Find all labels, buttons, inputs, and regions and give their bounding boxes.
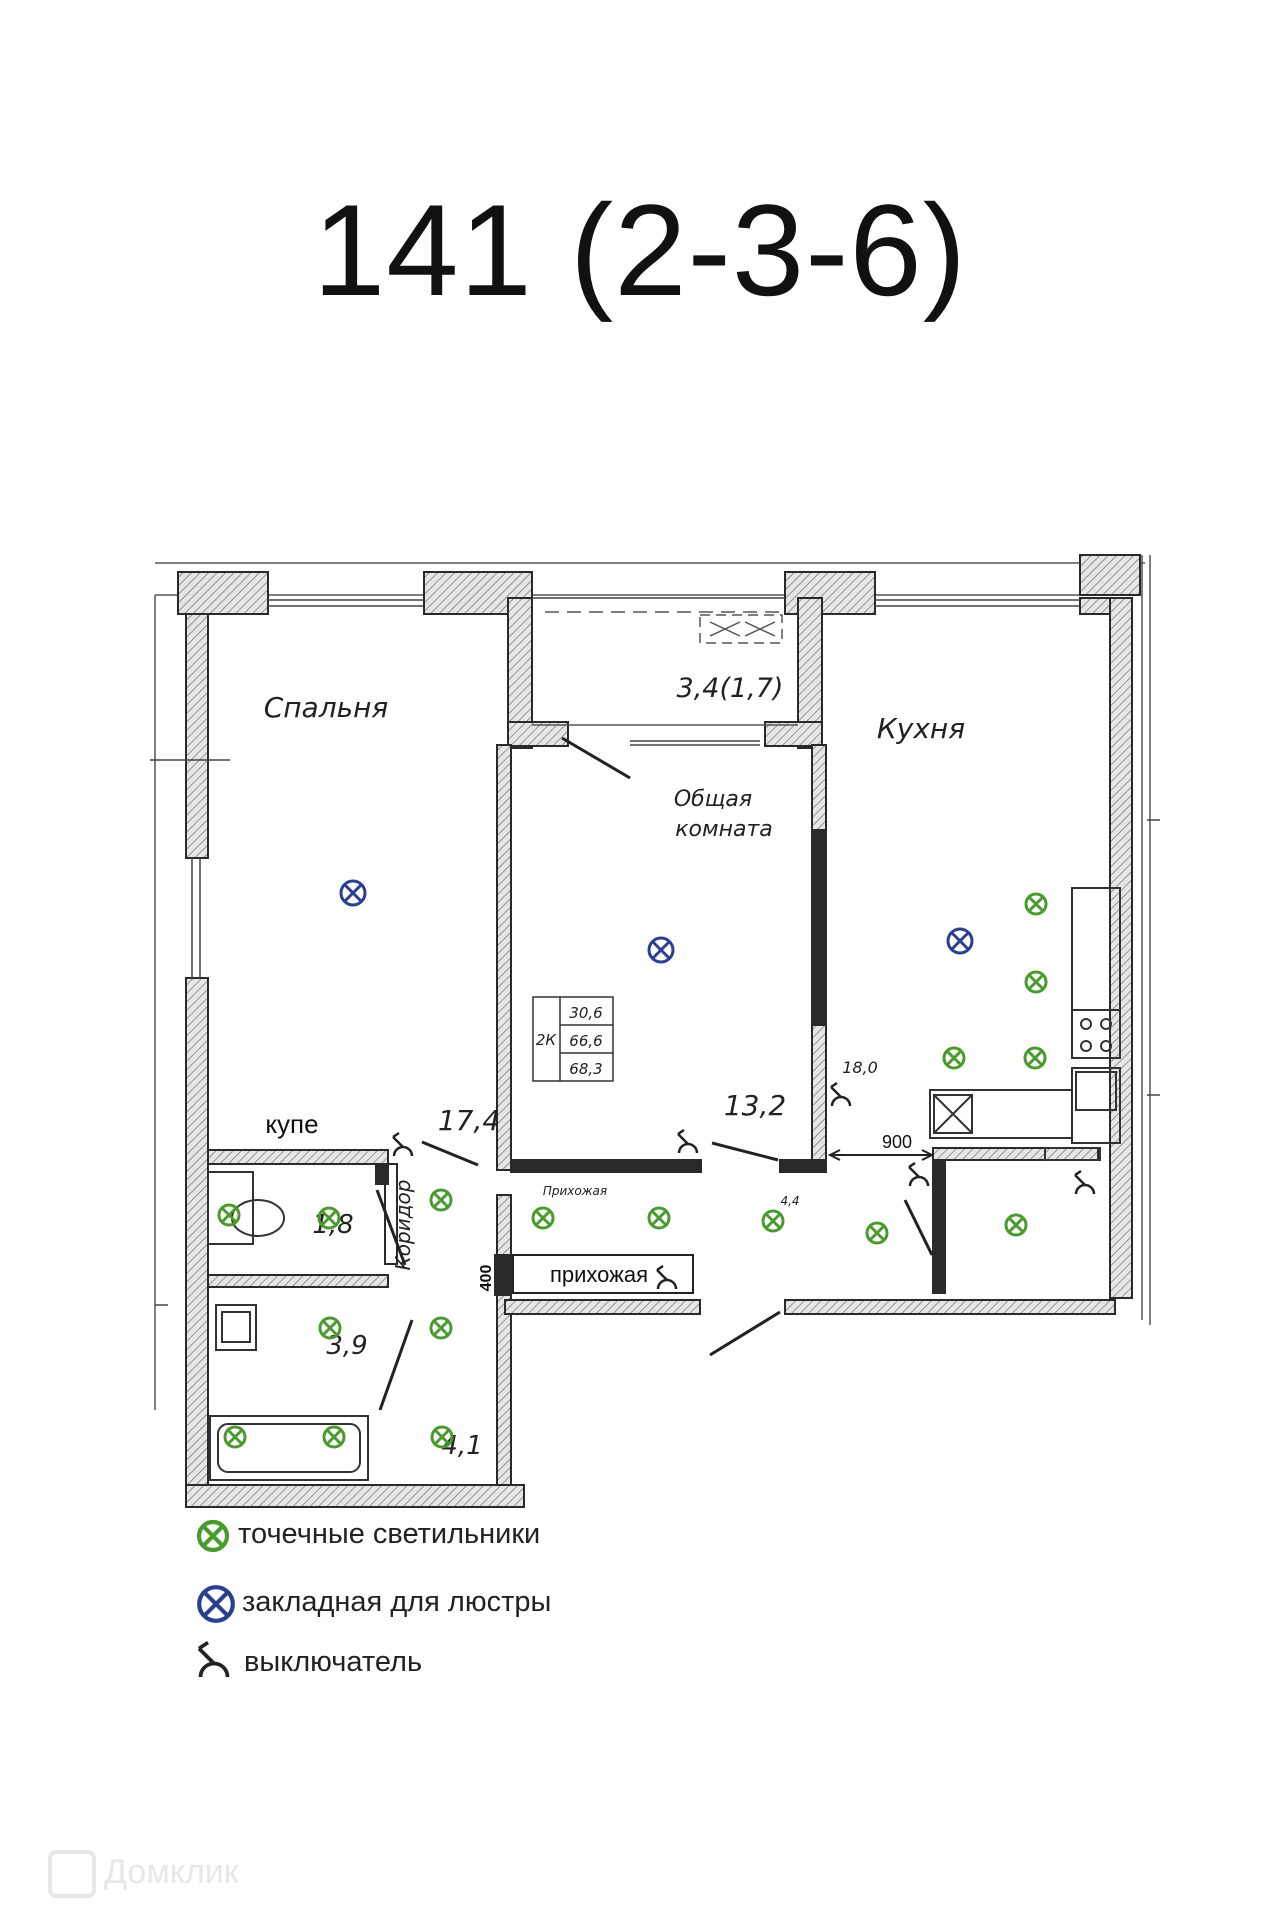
- bedroom-label: Спальня: [264, 691, 389, 724]
- plan-title: 141 (2-3-6): [312, 177, 968, 323]
- dimension-400-label: 400: [478, 1265, 495, 1292]
- table-value-3: 68,3: [569, 1060, 602, 1078]
- common-room-area: 13,2: [724, 1089, 786, 1122]
- legend-spot-label: точечные светильники: [238, 1518, 541, 1550]
- switch-icon: [1073, 1169, 1096, 1196]
- switch-icon: [829, 1081, 852, 1108]
- table-value-2: 66,6: [569, 1032, 602, 1050]
- doors: [375, 736, 934, 1411]
- watermark: Домклик: [48, 1850, 239, 1898]
- bath-area: 3,9: [326, 1331, 367, 1361]
- table-value-1: 30,6: [569, 1004, 602, 1022]
- common-room-label-2: комната: [675, 817, 773, 842]
- corridor-label: Коридор: [391, 1180, 415, 1271]
- wardrobe-label: купе: [265, 1109, 318, 1139]
- balcony: [532, 611, 798, 726]
- spot-light-icon: [1024, 892, 1048, 916]
- spot-light-icon: [647, 1206, 671, 1230]
- spot-light-icon: [1023, 1046, 1047, 1070]
- spot-light-icon: [429, 1316, 453, 1340]
- switch-icon: [907, 1161, 930, 1188]
- legend-chandelier-icon: [197, 1585, 235, 1623]
- legend-switch-icon: [197, 1640, 230, 1679]
- watermark-text: Домклик: [104, 1852, 239, 1891]
- chandelier-icon: [339, 879, 367, 907]
- common-room-label-1: Общая: [674, 787, 752, 812]
- windows: [191, 597, 1080, 978]
- kitchen-label: Кухня: [877, 712, 965, 745]
- bedroom-area: 17,4: [438, 1104, 500, 1137]
- spot-light-icon: [1024, 970, 1048, 994]
- legend-chandelier-label: закладная для люстры: [242, 1586, 552, 1618]
- switch-icon: [391, 1131, 414, 1158]
- spot-light-icon: [322, 1425, 346, 1449]
- interior-walls: [207, 744, 1116, 1486]
- chandelier-icon: [647, 936, 675, 964]
- kitchen-area: 18,0: [842, 1058, 878, 1077]
- switch-icon: [676, 1128, 699, 1155]
- hall-label: прихожая: [550, 1262, 648, 1287]
- spot-light-icon: [531, 1206, 555, 1230]
- spot-light-icon: [865, 1221, 889, 1245]
- spot-light-icon: [223, 1425, 247, 1449]
- legend-switch-label: выключатель: [244, 1646, 423, 1678]
- dimension-900: [827, 1149, 935, 1161]
- fixtures: [207, 887, 1121, 1481]
- spot-light-icon: [429, 1188, 453, 1212]
- hall-small-label: Прихожая: [543, 1184, 607, 1198]
- legend-spot-icon: [199, 1522, 227, 1550]
- hall-small-area: 4,4: [780, 1194, 799, 1208]
- spot-light-icon: [761, 1209, 785, 1233]
- spot-light-icon: [942, 1046, 966, 1070]
- balcony-area-label: 3,4(1,7): [677, 673, 784, 704]
- areas-table: [532, 996, 614, 1082]
- watermark-logo-icon: [48, 1850, 96, 1898]
- spot-light-icon: [1004, 1213, 1028, 1237]
- table-type: 2К: [536, 1031, 558, 1049]
- spot-light-icon: [217, 1203, 241, 1227]
- dimension-900-label: 900: [882, 1132, 912, 1152]
- reference-lines: [154, 555, 1151, 1410]
- chandelier-icon: [946, 927, 974, 955]
- hall-label-box: [512, 1254, 694, 1294]
